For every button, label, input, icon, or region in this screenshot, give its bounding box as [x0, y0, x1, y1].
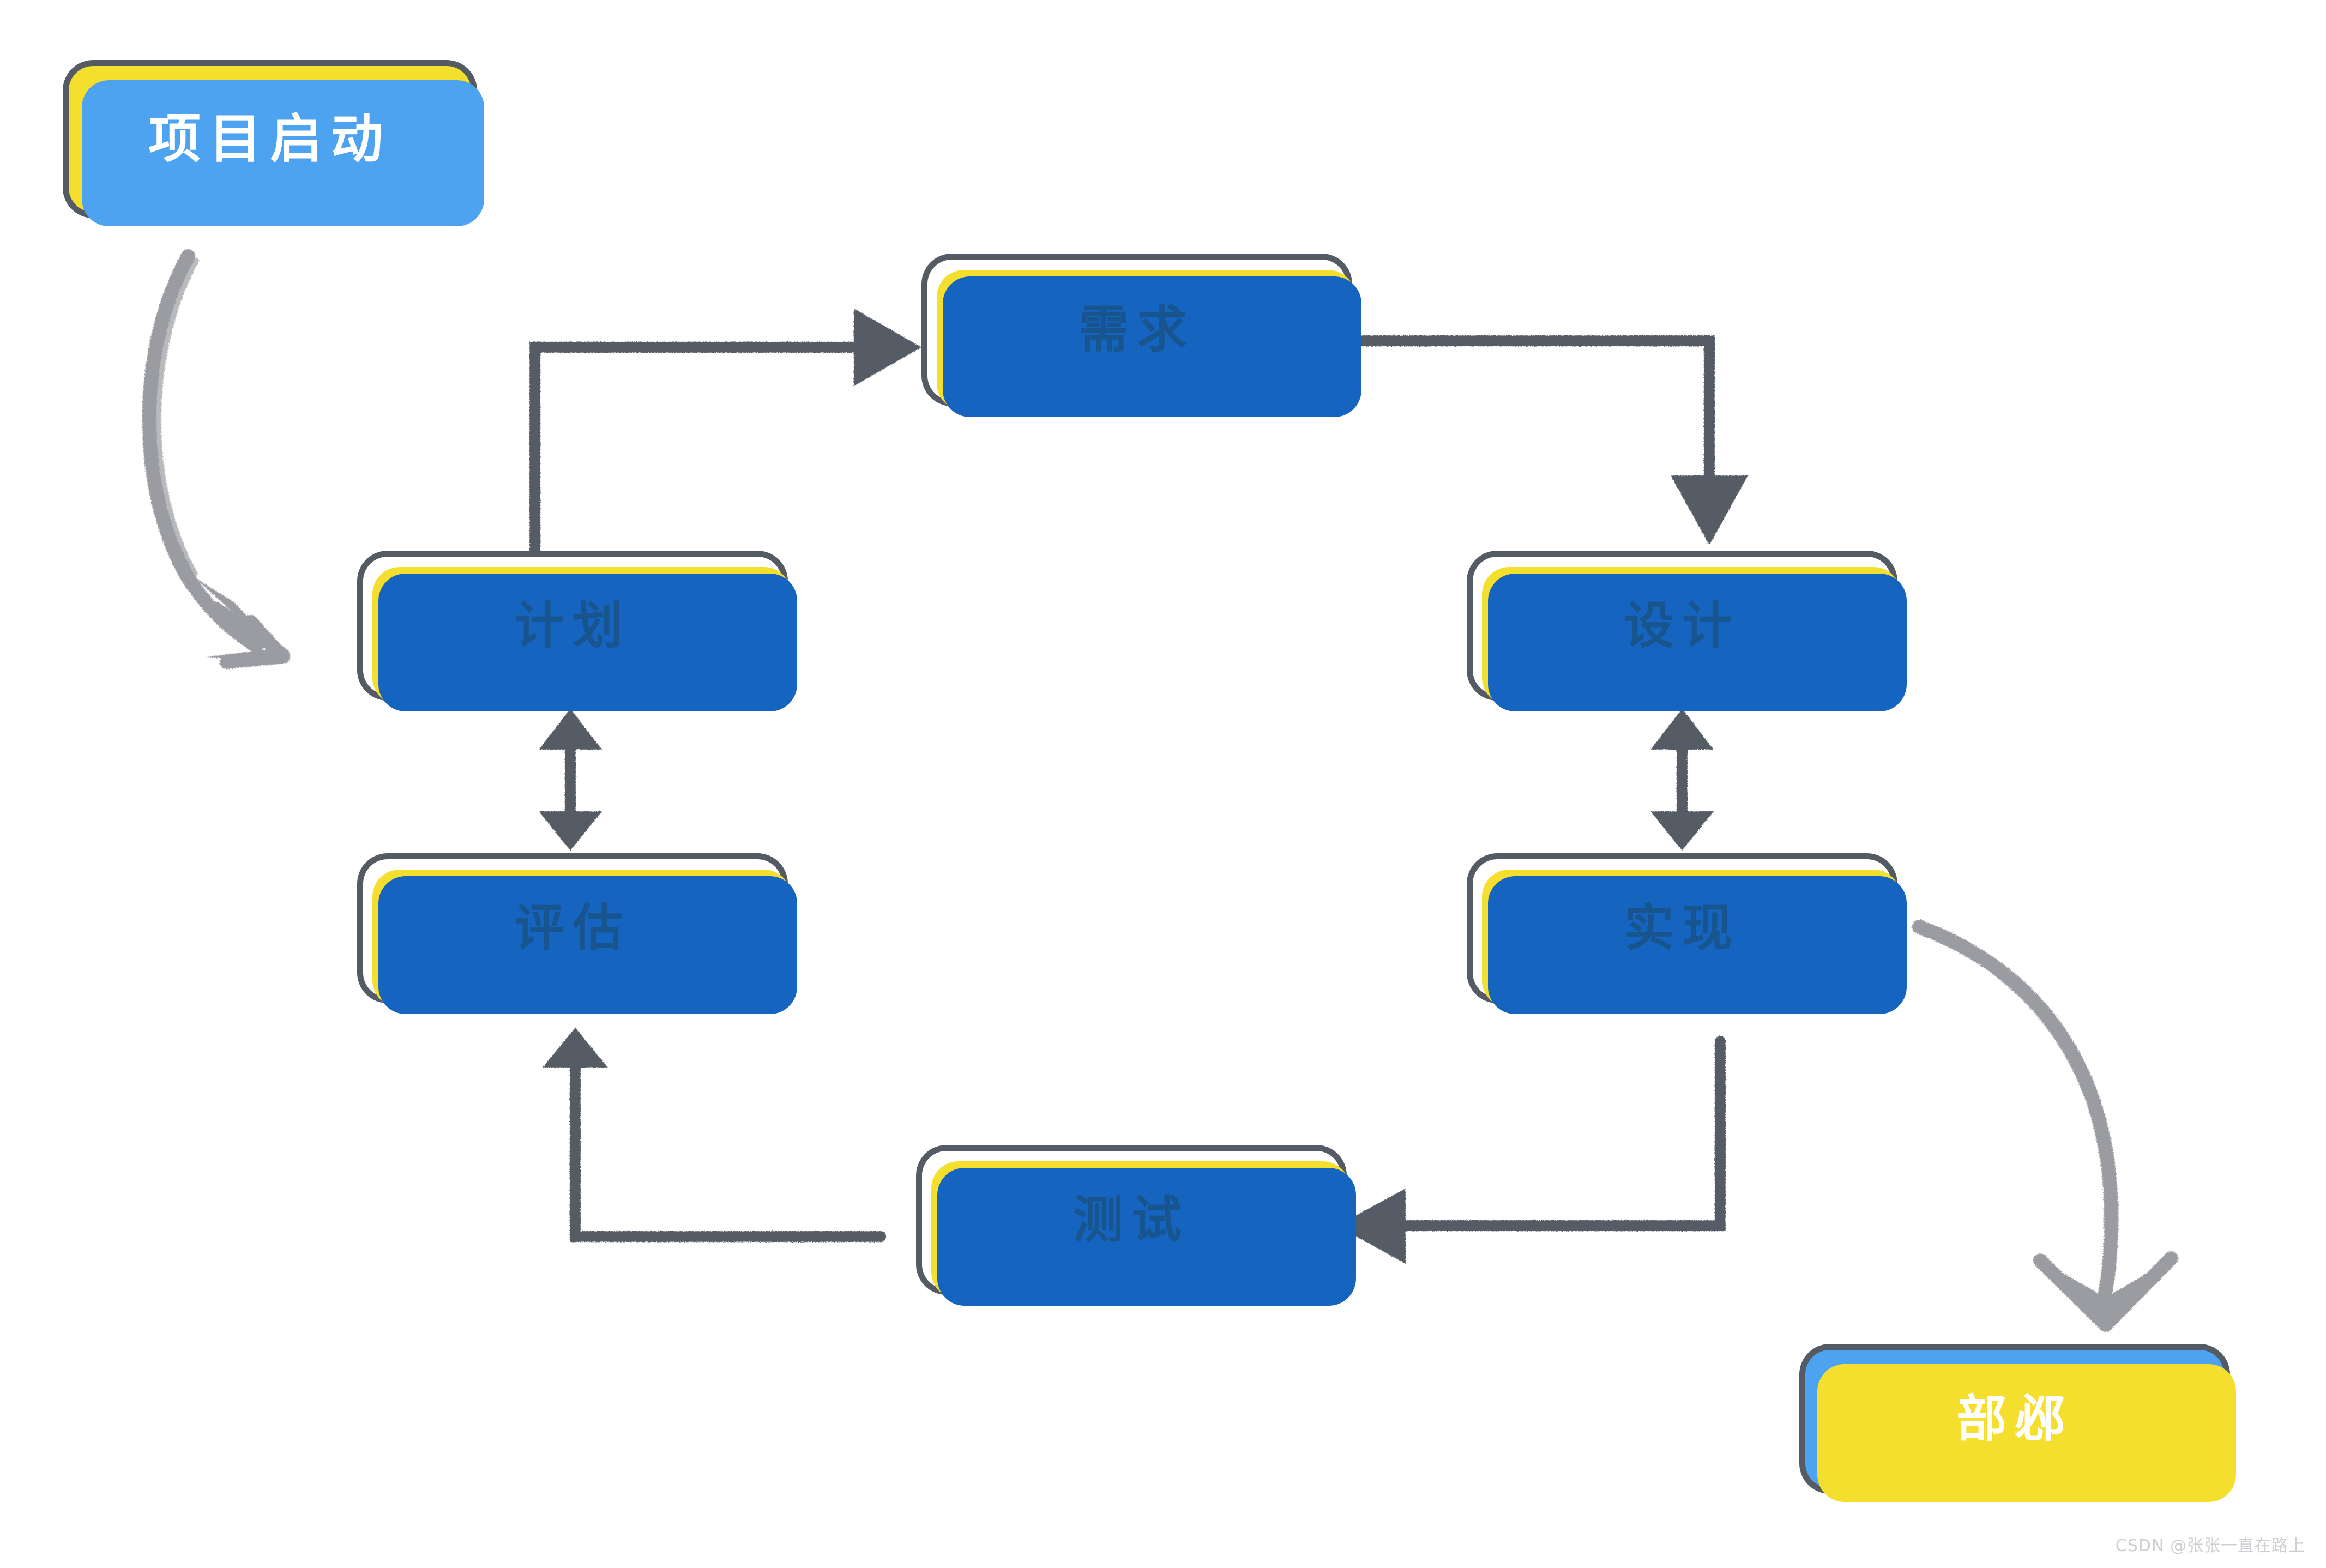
edge-impl-to-test [1337, 1036, 1726, 1264]
node-label: 测试 [1073, 1190, 1190, 1249]
node-design[interactable]: 设计 [1467, 551, 1897, 701]
edge-req-to-design [1347, 335, 1748, 545]
edge-plan-eval-bidirectional [539, 709, 602, 851]
watermark: CSDN @张张一直在路上 [2115, 1536, 2305, 1555]
node-testing[interactable]: 测试 [916, 1145, 1347, 1295]
node-label: 评估 [514, 898, 631, 957]
node-label: 需求 [1078, 300, 1195, 359]
node-label: 计划 [514, 596, 631, 655]
edge-impl-to-deploy [1912, 920, 2178, 1332]
node-requirements[interactable]: 需求 [921, 254, 1352, 406]
node-project-start[interactable]: 项目启动 [63, 60, 477, 218]
edge-start-to-plan [142, 249, 290, 669]
node-label: 实现 [1624, 898, 1740, 957]
node-label: 设计 [1624, 596, 1740, 655]
node-deployment[interactable]: 部邲 [1799, 1344, 2230, 1494]
edge-test-to-eval [543, 1028, 886, 1242]
node-label: 项目启动 [148, 108, 391, 170]
node-plan[interactable]: 计划 [357, 551, 788, 701]
edge-design-impl-bidirectional [1650, 709, 1714, 851]
node-evaluation[interactable]: 评估 [357, 853, 788, 1003]
node-implementation[interactable]: 实现 [1467, 853, 1897, 1003]
edge-plan-to-req [529, 309, 921, 556]
node-label: 部邲 [1956, 1389, 2073, 1448]
